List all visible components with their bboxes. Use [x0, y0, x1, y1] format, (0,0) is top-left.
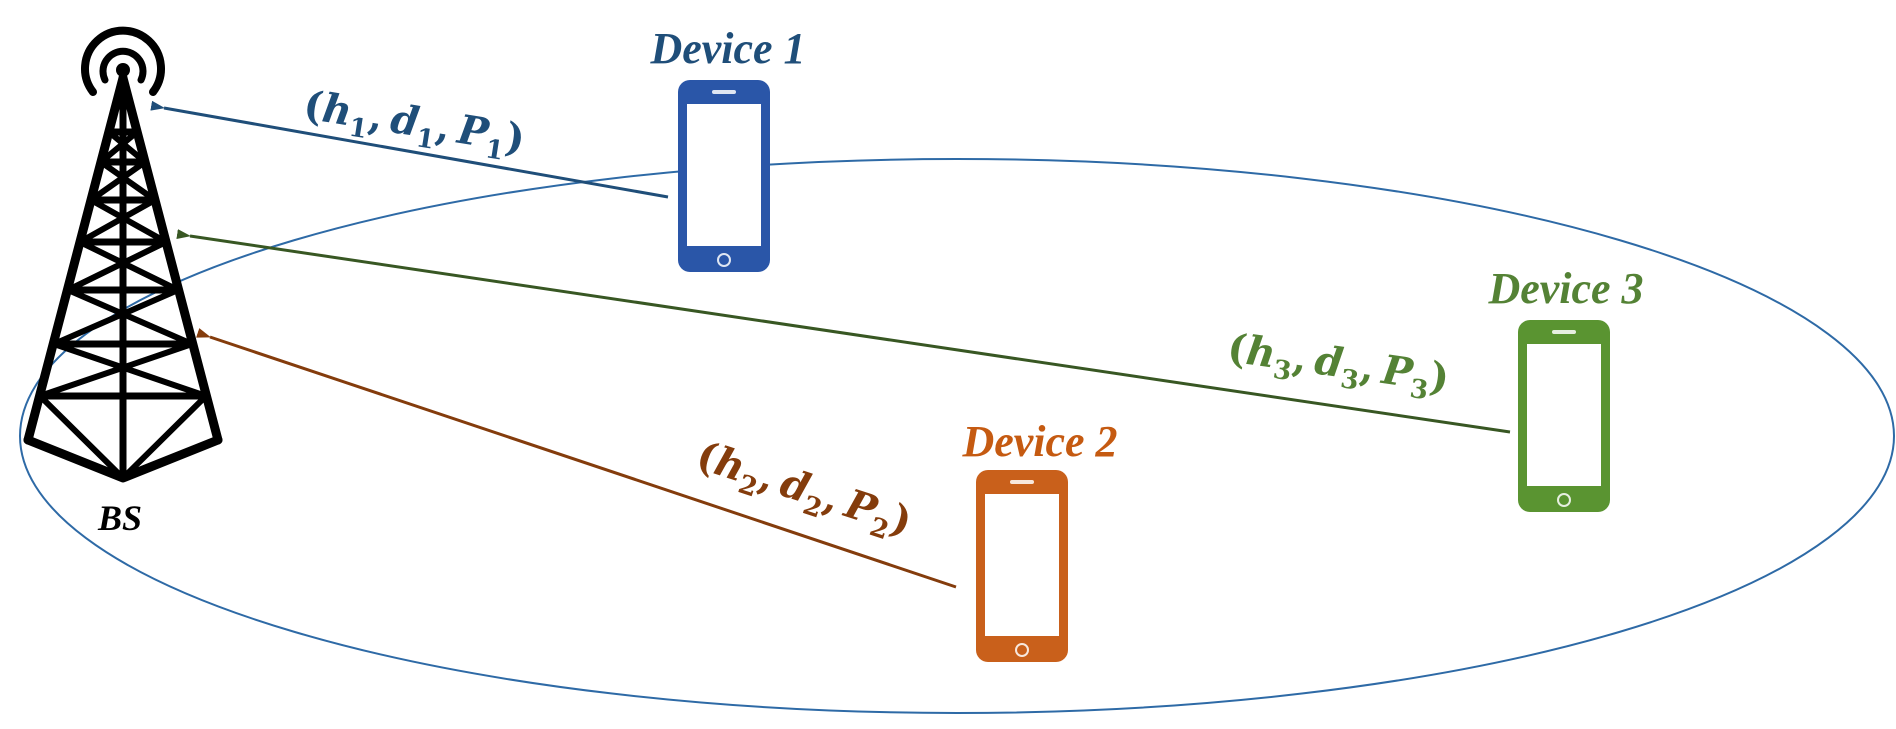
device1-tuple-label: (h1,d1,P1)	[299, 81, 528, 169]
device3-tuple-label: (h3,d3,P3)	[1224, 324, 1453, 409]
coverage-area-ellipse	[19, 158, 1895, 714]
device2-smartphone-icon	[976, 470, 1068, 662]
device2-label: Device 2	[961, 417, 1117, 466]
device3-uplink-arrow	[176, 229, 1511, 434]
device3-label: Device 3	[1487, 264, 1643, 313]
device1-uplink-arrow	[150, 100, 669, 199]
device1-label: Device 1	[649, 24, 805, 73]
device3-smartphone-icon	[1518, 320, 1610, 512]
device2-tuple-label: (h2,d2,P2)	[689, 432, 918, 552]
cell-tower-icon	[23, 26, 223, 483]
device2-uplink-arrow	[196, 328, 957, 589]
device1-smartphone-icon	[678, 80, 770, 272]
bs-label: BS	[97, 498, 142, 538]
